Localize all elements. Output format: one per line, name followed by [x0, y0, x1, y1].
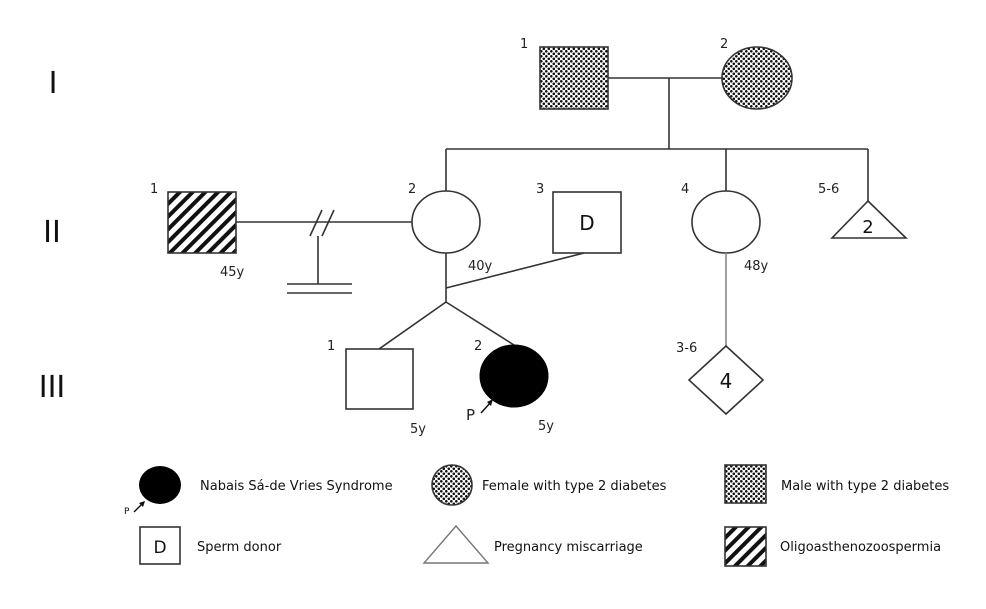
individual-number-i-2: 2: [720, 37, 728, 52]
legend-affected-symbol: [139, 466, 181, 504]
multiple-count: 4: [720, 369, 733, 393]
individual-ii-2-female: [411, 190, 481, 254]
legend-male-diabetes-symbol: [724, 464, 767, 504]
proband-arrow-icon: [480, 399, 493, 414]
legend: P Nabais Sá-de Vries Syndrome Female wit…: [124, 464, 949, 567]
separation-slash-2: [321, 209, 335, 237]
individual-iii-1-male: [345, 348, 414, 410]
generation-label-i: I: [49, 66, 58, 101]
legend-label-miscarriage: Pregnancy miscarriage: [494, 540, 643, 555]
individual-number-ii-5-6: 5-6: [818, 182, 839, 197]
miscarriage-count: 2: [862, 217, 873, 238]
twin-line-iii-2: [445, 301, 515, 346]
individual-ii-5-6-miscarriage: [830, 199, 908, 239]
individual-ii-4-female: [691, 190, 761, 254]
individual-number-ii-1: 1: [150, 182, 158, 197]
individual-number-ii-4: 4: [681, 182, 689, 197]
legend-donor-symbol: [139, 526, 181, 565]
twin-line-iii-1: [378, 301, 447, 350]
legend-proband-arrow-icon: [133, 501, 145, 513]
age-iii-2: 5y: [538, 419, 554, 434]
legend-oligoasthenozoospermia-symbol: [724, 526, 767, 567]
age-ii-1: 45y: [220, 265, 245, 280]
individual-iii-3-6-multiple: [687, 344, 765, 416]
age-iii-1: 5y: [410, 422, 426, 437]
age-ii-2: 40y: [468, 259, 493, 274]
individual-ii-3-sperm-donor: [552, 191, 622, 254]
donor-letter: D: [579, 211, 594, 235]
individual-number-ii-3: 3: [536, 182, 544, 197]
generation-label-ii: II: [43, 215, 61, 250]
individual-iii-2-female-affected: [479, 344, 549, 408]
individual-number-i-1: 1: [520, 37, 528, 52]
individual-i-2-female-diabetes: [721, 46, 793, 110]
legend-label-female-diabetes: Female with type 2 diabetes: [482, 479, 667, 494]
individual-number-iii-1: 1: [327, 339, 335, 354]
legend-label-nsdvs: Nabais Sá-de Vries Syndrome: [200, 479, 393, 494]
legend-label-sperm-donor: Sperm donor: [197, 540, 282, 555]
individual-number-ii-2: 2: [408, 182, 416, 197]
generation-label-iii: III: [39, 370, 66, 405]
legend-label-oligoasthenozoospermia: Oligoasthenozoospermia: [780, 540, 941, 555]
individual-i-1-male-diabetes: [539, 46, 609, 110]
legend-donor-letter: D: [153, 538, 166, 558]
individual-number-iii-2: 2: [474, 339, 482, 354]
legend-proband-label: P: [124, 507, 130, 517]
separation-slash-1: [309, 209, 323, 237]
legend-female-diabetes-symbol: [431, 464, 473, 506]
age-ii-4: 48y: [744, 259, 769, 274]
proband-label: P: [466, 406, 475, 424]
legend-label-male-diabetes: Male with type 2 diabetes: [781, 479, 949, 494]
legend-miscarriage-symbol: [422, 524, 490, 564]
donor-line: [445, 252, 585, 289]
individual-ii-1-male-oligoasthenozoospermia: [167, 191, 237, 254]
individual-number-iii-3-6: 3-6: [676, 341, 697, 356]
